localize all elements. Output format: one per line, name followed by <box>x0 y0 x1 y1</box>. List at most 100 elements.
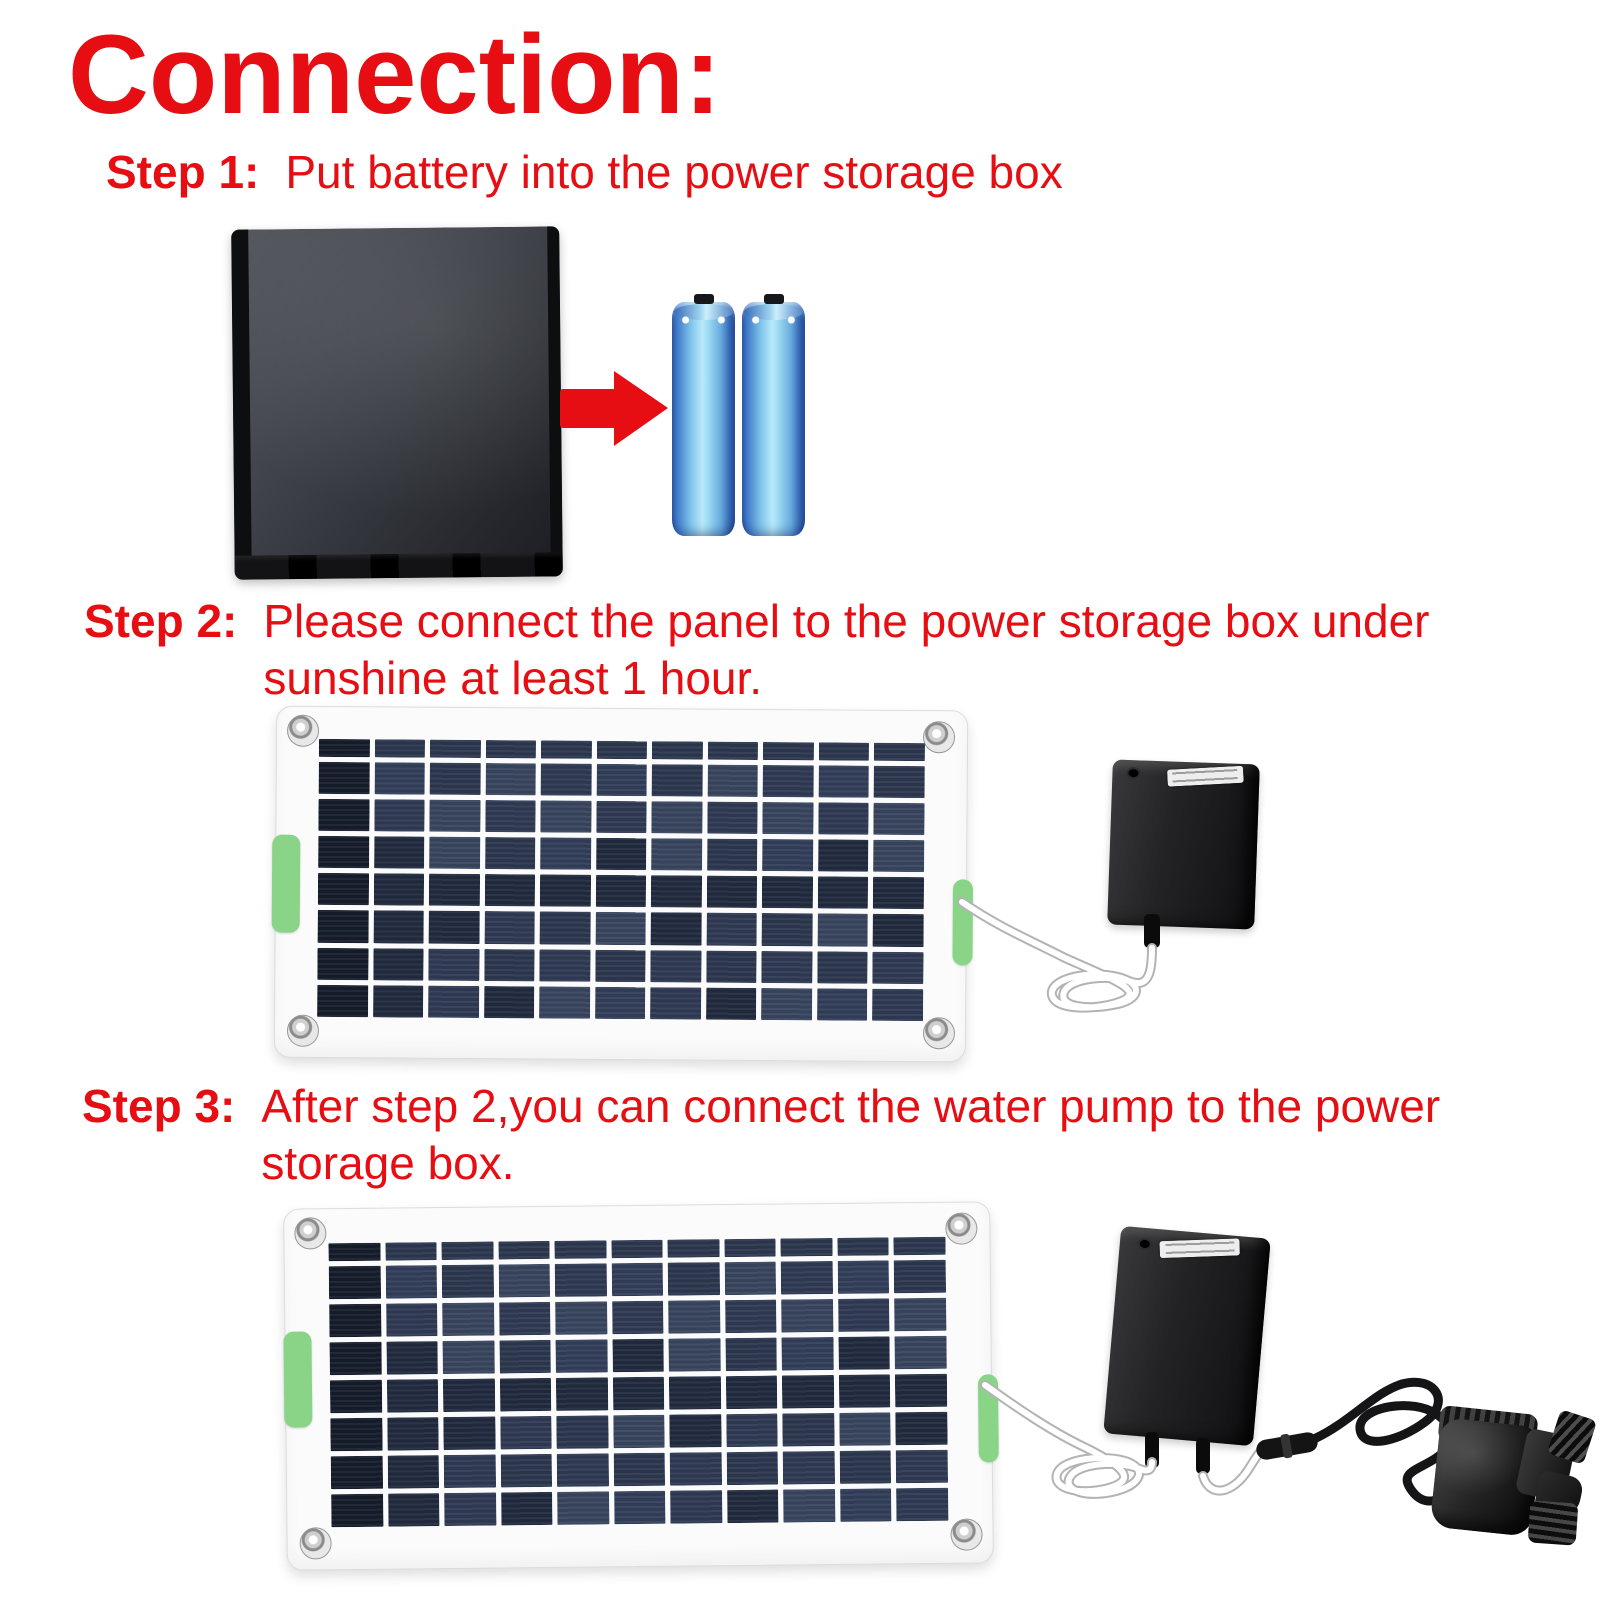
solar-cell <box>839 1450 892 1484</box>
solar-cell <box>873 802 925 836</box>
solar-cell <box>330 1417 383 1452</box>
battery-icon <box>742 294 805 536</box>
solar-cell <box>838 1374 891 1408</box>
solar-cell <box>612 1338 665 1373</box>
solar-cell <box>429 739 481 758</box>
grommet-icon <box>294 1217 327 1250</box>
solar-cell <box>539 986 591 1019</box>
dc-plug <box>1144 914 1160 948</box>
solar-cell <box>484 911 535 945</box>
solar-cell <box>555 1301 608 1335</box>
solar-cell <box>540 800 592 833</box>
solar-cell <box>318 761 370 795</box>
solar-cell <box>385 1242 437 1261</box>
solar-cell <box>652 741 703 760</box>
solar-cell <box>499 1377 552 1412</box>
solar-cell <box>373 873 425 907</box>
solar-cell <box>373 799 425 832</box>
solar-cell <box>726 1489 779 1524</box>
solar-cell <box>317 873 369 906</box>
solar-cell <box>817 950 868 984</box>
solar-cell <box>762 801 814 835</box>
solar-cell <box>499 1340 552 1374</box>
solar-cell <box>595 875 647 908</box>
solar-cell <box>554 1240 607 1259</box>
solar-cell <box>596 740 648 759</box>
solar-cell <box>539 911 591 945</box>
solar-cell <box>651 838 703 871</box>
step-2-line1: Please connect the panel to the power st… <box>263 595 1430 647</box>
solar-cell <box>328 1265 381 1300</box>
solar-cell <box>317 984 368 1018</box>
arrow-shaft <box>560 389 616 428</box>
solar-cell <box>668 1300 721 1334</box>
solar-cell <box>706 913 758 946</box>
solar-cell <box>317 947 369 981</box>
solar-cell <box>499 1415 552 1450</box>
solar-cell <box>557 1491 610 1525</box>
solar-cell <box>385 1303 438 1337</box>
solar-cell <box>540 837 592 871</box>
battery-highlight <box>680 314 727 326</box>
solar-cell-grid <box>317 738 925 1022</box>
solar-cell <box>331 1493 383 1528</box>
solar-cell <box>893 1236 946 1256</box>
solar-cell <box>428 911 480 944</box>
solar-cell <box>724 1238 777 1258</box>
solar-cell <box>444 1492 497 1527</box>
solar-cell <box>328 1242 381 1262</box>
solar-cell <box>895 1411 948 1446</box>
solar-cell <box>500 1453 553 1488</box>
solar-cell <box>612 1376 665 1411</box>
solar-cell <box>540 763 592 796</box>
step-3-heading: Step 3: After step 2,you can connect the… <box>82 1078 1440 1192</box>
solar-cell <box>555 1339 608 1373</box>
solar-cell <box>483 985 535 1019</box>
solar-cell <box>428 873 480 907</box>
solar-cell <box>651 763 703 797</box>
solar-cell <box>724 1261 777 1296</box>
dc-connector <box>1256 1432 1318 1460</box>
solar-panel-photo <box>283 1201 999 1571</box>
solar-cell <box>443 1416 496 1451</box>
solar-cell <box>500 1491 553 1526</box>
solar-cell <box>441 1264 494 1299</box>
solar-cell <box>667 1262 720 1296</box>
solar-cell <box>780 1237 833 1257</box>
indicator-hole <box>1128 769 1139 778</box>
solar-cell <box>429 799 481 833</box>
panel-to-box-wire <box>957 897 1160 1013</box>
solar-cell <box>595 949 646 982</box>
solar-cell <box>385 1265 438 1299</box>
spec-label-sticker <box>1159 1238 1240 1259</box>
grommet-icon <box>286 1014 320 1047</box>
solar-cell <box>498 1240 550 1260</box>
solar-cell <box>540 874 591 908</box>
solar-cell <box>484 799 536 833</box>
solar-cell <box>705 987 757 1020</box>
solar-cell <box>595 912 647 945</box>
solar-cell <box>781 1337 834 1371</box>
grommet-icon <box>945 1212 978 1245</box>
pump-cable <box>1311 1377 1456 1506</box>
solar-cell <box>650 949 702 983</box>
solar-cell <box>650 912 702 946</box>
solar-cell <box>556 1453 609 1487</box>
spec-label-sticker <box>1167 765 1244 787</box>
solar-cell <box>725 1337 778 1372</box>
solar-cell <box>894 1297 947 1332</box>
solar-cell <box>387 1455 440 1489</box>
solar-cell <box>372 985 424 1018</box>
solar-cell <box>386 1379 439 1413</box>
solar-cell <box>781 1261 833 1295</box>
solar-cell <box>839 1488 892 1522</box>
solar-cell <box>762 764 814 798</box>
solar-cell <box>484 837 536 870</box>
solar-cell <box>541 740 592 759</box>
solar-cell <box>782 1412 835 1447</box>
solar-cell <box>429 836 480 870</box>
solar-cell-grid <box>328 1236 949 1528</box>
solar-cell <box>668 1338 721 1372</box>
solar-cell <box>781 1299 834 1333</box>
solar-cell <box>442 1340 495 1375</box>
